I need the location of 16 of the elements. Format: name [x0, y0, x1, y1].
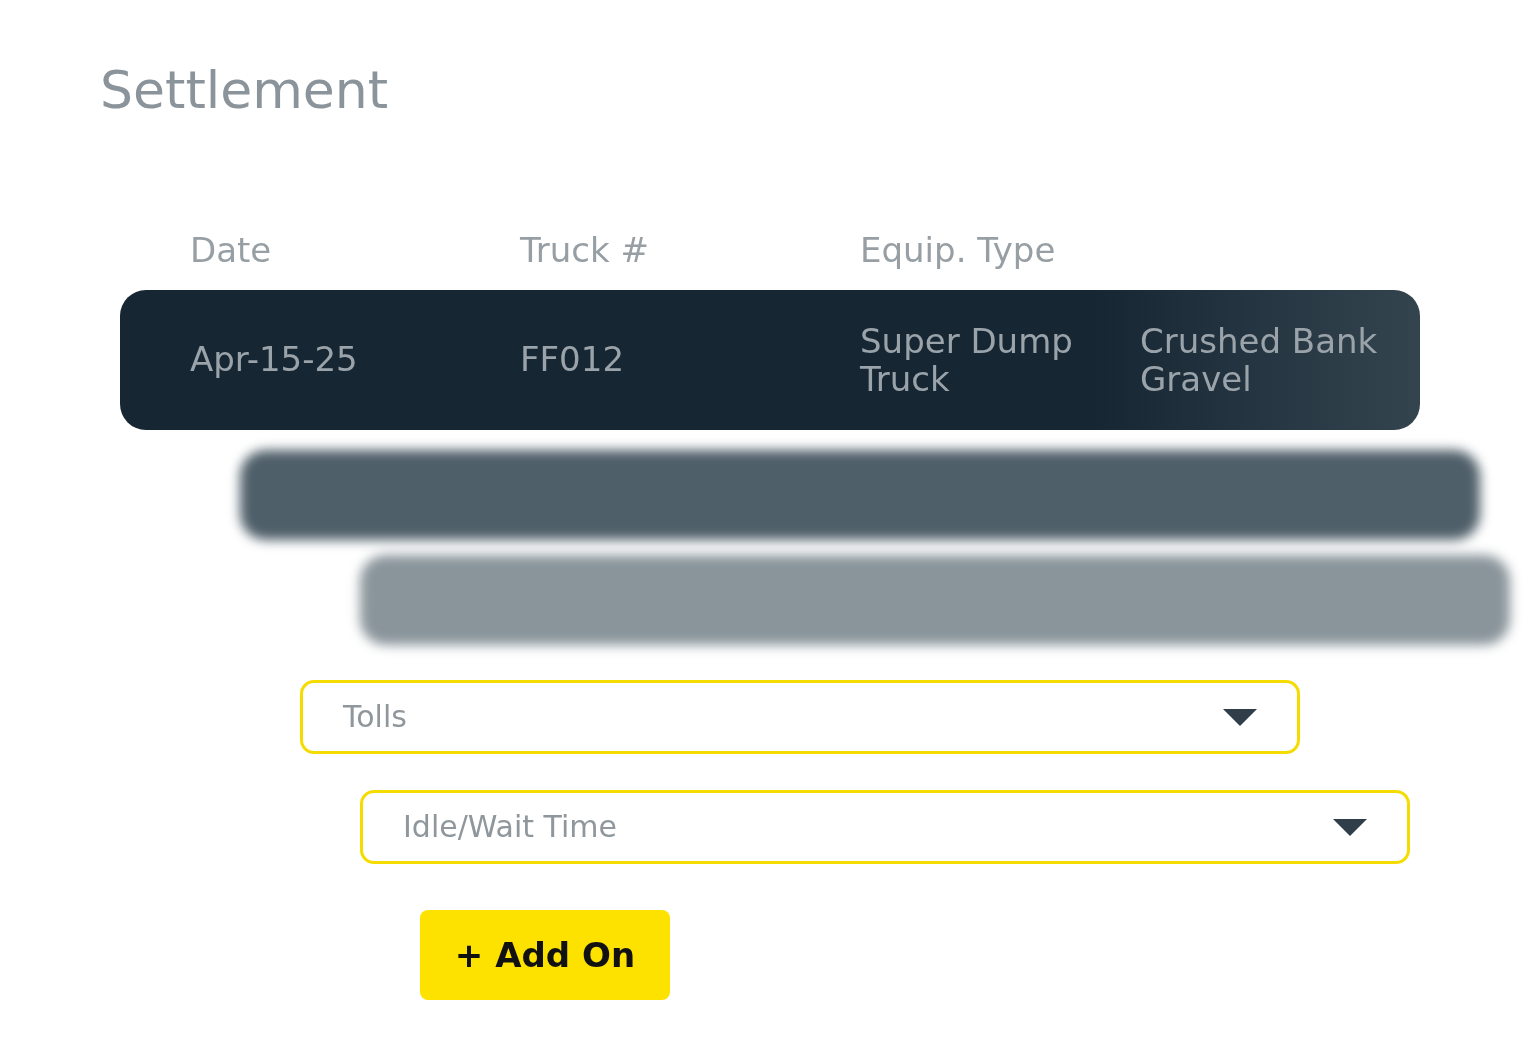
table-cell-text: Super Dump Truck [860, 322, 1074, 398]
blurred-table-row [360, 555, 1510, 645]
field-placeholder: Idle/Wait Time [403, 809, 617, 844]
dropdown-field [360, 790, 1410, 864]
add-button: + Add On [420, 910, 670, 1000]
table-cell-text: Apr-15-25 [190, 340, 359, 378]
table-cell-text: FF012 [520, 340, 625, 378]
table-row [120, 290, 1420, 430]
column-header: Date [190, 230, 272, 270]
dropdown-field [300, 680, 1300, 754]
column-header: Truck # [520, 230, 649, 270]
field-placeholder: Tolls [343, 699, 407, 734]
table-cell-text: Crushed Bank Gravel [1140, 322, 1379, 398]
column-header: Equip. Type [860, 230, 1056, 270]
blurred-table-row [240, 450, 1480, 540]
page-title: Settlement [100, 60, 389, 120]
